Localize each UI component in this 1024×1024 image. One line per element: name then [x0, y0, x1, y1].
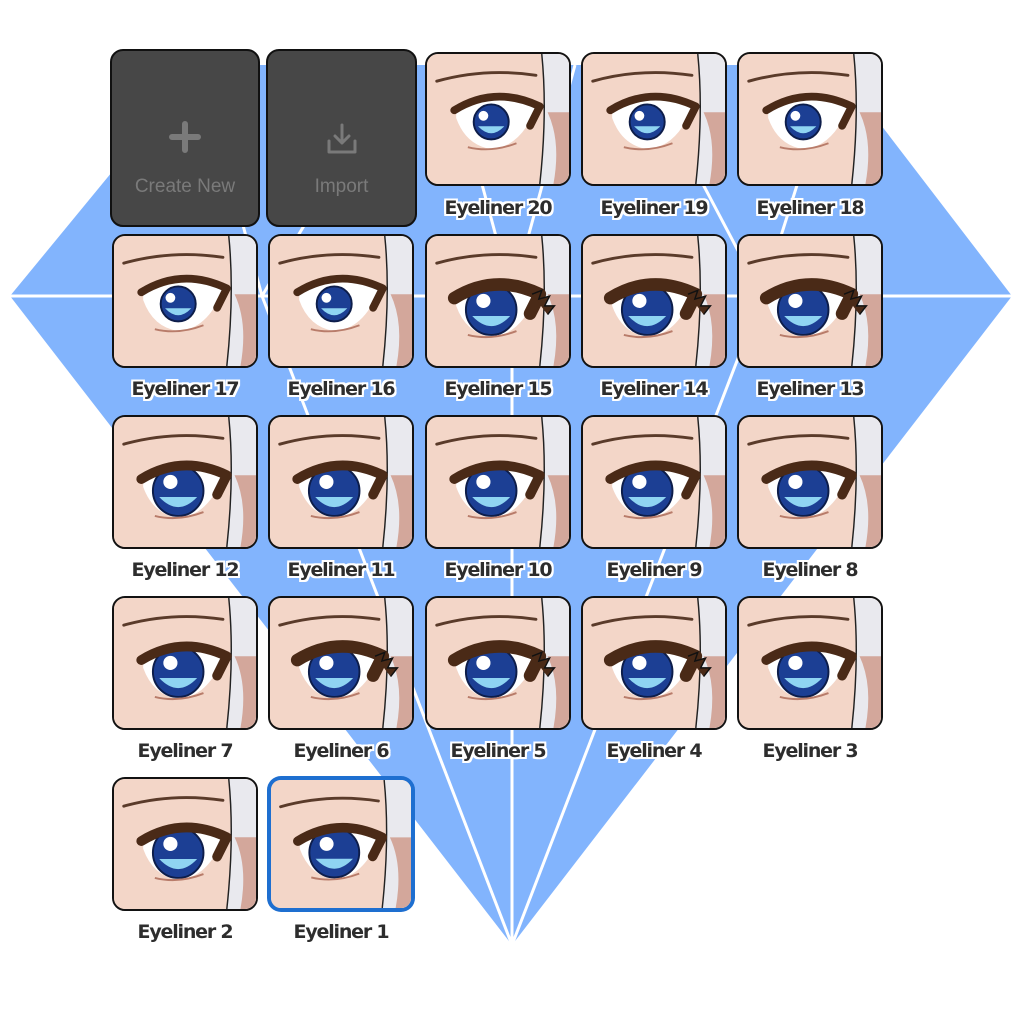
eyeliner-preset-tile[interactable]: [268, 415, 414, 549]
eyeliner-preset-tile[interactable]: [112, 596, 258, 730]
eyeliner-preset-label: Eyeliner 7: [137, 740, 234, 762]
eyeliner-preset-label: Eyeliner 20: [444, 197, 553, 219]
eye-thumbnail: [427, 54, 569, 184]
eyeliner-preset-label: Eyeliner 17: [131, 378, 240, 400]
eyeliner-preset-tile[interactable]: [425, 52, 571, 186]
eyeliner-preset-tile[interactable]: [581, 415, 727, 549]
import-label: Import: [314, 176, 369, 197]
eye-thumbnail: [583, 598, 725, 728]
eyeliner-preset-label: Eyeliner 6: [293, 740, 390, 762]
eye-thumbnail: [114, 417, 256, 547]
eye-thumbnail: [739, 54, 881, 184]
create-new-button[interactable]: Create New: [110, 49, 260, 227]
eyeliner-preset-tile[interactable]: [112, 415, 258, 549]
eye-thumbnail: [114, 598, 256, 728]
eyeliner-preset-tile[interactable]: [737, 52, 883, 186]
eyeliner-preset-tile[interactable]: [425, 415, 571, 549]
eye-thumbnail: [583, 236, 725, 366]
eyeliner-preset-label: Eyeliner 1: [293, 921, 390, 943]
eye-thumbnail: [427, 598, 569, 728]
eyeliner-preset-label: Eyeliner 13: [756, 378, 865, 400]
eyeliner-preset-tile[interactable]: [737, 234, 883, 368]
eyeliner-preset-label: Eyeliner 10: [444, 559, 553, 581]
eye-thumbnail: [583, 54, 725, 184]
eyeliner-preset-tile[interactable]: [268, 777, 414, 911]
eyeliner-preset-label: Eyeliner 12: [131, 559, 240, 581]
eyeliner-preset-tile[interactable]: [112, 777, 258, 911]
eye-thumbnail: [427, 236, 569, 366]
eyeliner-preset-tile[interactable]: [112, 234, 258, 368]
eye-thumbnail: [270, 417, 412, 547]
eyeliner-preset-label: Eyeliner 3: [762, 740, 859, 762]
eyeliner-preset-label: Eyeliner 9: [606, 559, 703, 581]
eye-thumbnail: [739, 236, 881, 366]
eyeliner-preset-tile[interactable]: [737, 596, 883, 730]
import-button[interactable]: Import: [266, 49, 417, 227]
create-new-label: Create New: [134, 176, 236, 197]
eyeliner-preset-label: Eyeliner 18: [756, 197, 865, 219]
eye-thumbnail: [270, 598, 412, 728]
eyeliner-preset-label: Eyeliner 2: [137, 921, 234, 943]
eyeliner-preset-label: Eyeliner 11: [287, 559, 396, 581]
eyeliner-preset-label: Eyeliner 4: [606, 740, 703, 762]
eyeliner-preset-tile[interactable]: [268, 234, 414, 368]
eyeliner-preset-tile[interactable]: [581, 52, 727, 186]
plus-icon: [112, 121, 258, 157]
eyeliner-preset-label: Eyeliner 5: [450, 740, 547, 762]
eyeliner-preset-tile[interactable]: [425, 596, 571, 730]
eye-thumbnail: [270, 236, 412, 366]
eyeliner-preset-tile[interactable]: [425, 234, 571, 368]
eyeliner-preset-tile[interactable]: [268, 596, 414, 730]
eye-thumbnail: [427, 417, 569, 547]
eyeliner-preset-tile[interactable]: [737, 415, 883, 549]
eyeliner-preset-label: Eyeliner 19: [600, 197, 709, 219]
eyeliner-preset-label: Eyeliner 14: [600, 378, 709, 400]
eye-thumbnail: [114, 236, 256, 366]
eye-thumbnail: [739, 417, 881, 547]
eyeliner-preset-label: Eyeliner 16: [287, 378, 396, 400]
eye-thumbnail: [739, 598, 881, 728]
eyeliner-preset-label: Eyeliner 8: [762, 559, 859, 581]
eye-thumbnail: [583, 417, 725, 547]
eyeliner-preset-tile[interactable]: [581, 596, 727, 730]
eyeliner-preset-tile[interactable]: [581, 234, 727, 368]
download-tray-icon: [268, 121, 415, 161]
eye-thumbnail: [114, 779, 256, 909]
eye-thumbnail: [271, 780, 411, 908]
eyeliner-preset-label: Eyeliner 15: [444, 378, 553, 400]
